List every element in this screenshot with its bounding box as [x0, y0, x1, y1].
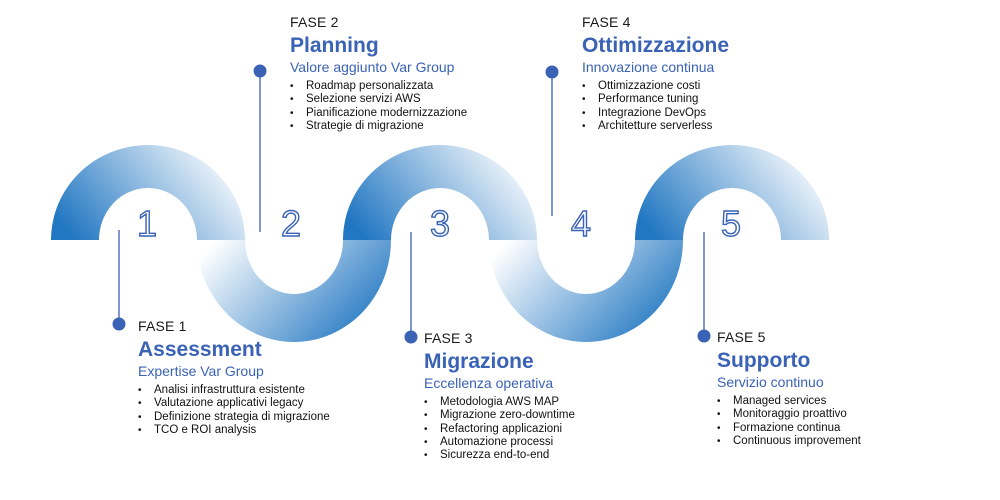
wave-arc-top	[51, 145, 245, 240]
phase-subtitle: Eccellenza operativa	[424, 375, 554, 391]
list-item: Strategie di migrazione	[290, 120, 467, 134]
connector-dot	[404, 330, 418, 344]
list-item: Metodologia AWS MAP	[424, 396, 575, 410]
phase-items: Managed services Monitoraggio proattivo …	[717, 395, 861, 448]
list-item: Sicurezza end-to-end	[424, 449, 575, 463]
list-item: Pianificazione modernizzazione	[290, 107, 467, 121]
phase-label: FASE 2	[290, 14, 339, 30]
connector-dot	[253, 64, 267, 78]
connector-dot	[697, 329, 711, 343]
step-number: 5	[721, 203, 741, 244]
connector-dot	[545, 65, 559, 79]
phase-3: FASE 3 Migrazione Eccellenza operativa M…	[424, 330, 575, 463]
phase-label: FASE 3	[424, 330, 473, 346]
phase-1: FASE 1 Assessment Expertise Var Group An…	[138, 318, 330, 437]
wave-arc-bottom	[197, 240, 391, 342]
list-item: TCO e ROI analysis	[138, 424, 330, 438]
list-item: Valutazione applicativi legacy	[138, 397, 330, 411]
phase-2: FASE 2 Planning Valore aggiunto Var Grou…	[290, 14, 467, 133]
phase-subtitle: Valore aggiunto Var Group	[290, 59, 455, 75]
phase-items: Analisi infrastruttura esistente Valutaz…	[138, 384, 330, 437]
step-number: 4	[571, 203, 591, 244]
phase-label: FASE 4	[582, 14, 631, 30]
phase-label: FASE 5	[717, 329, 766, 345]
list-item: Refactoring applicazioni	[424, 423, 575, 437]
phase-4: FASE 4 Ottimizzazione Innovazione contin…	[582, 14, 729, 133]
list-item: Formazione continua	[717, 422, 861, 436]
phase-title: Ottimizzazione	[582, 34, 730, 57]
step-number: 1	[137, 203, 157, 244]
phase-subtitle: Servizio continuo	[717, 374, 824, 390]
step-number: 3	[430, 203, 450, 244]
list-item: Managed services	[717, 395, 861, 409]
phase-5: FASE 5 Supporto Servizio continuo Manage…	[717, 329, 861, 448]
phase-items: Metodologia AWS MAP Migrazione zero-down…	[424, 396, 575, 463]
phase-title: Assessment	[138, 338, 262, 361]
phase-title: Migrazione	[424, 350, 534, 373]
wave-arc-top	[635, 145, 829, 240]
connector-dot	[112, 317, 126, 331]
phase-subtitle: Expertise Var Group	[138, 363, 264, 379]
list-item: Selezione servizi AWS	[290, 93, 467, 107]
list-item: Integrazione DevOps	[582, 107, 729, 121]
wave-arc-top	[343, 145, 537, 240]
phase-label: FASE 1	[138, 318, 187, 334]
list-item: Performance tuning	[582, 93, 729, 107]
list-item: Migrazione zero-downtime	[424, 409, 575, 423]
phase-items: Ottimizzazione costi Performance tuning …	[582, 80, 729, 133]
list-item: Ottimizzazione costi	[582, 80, 729, 94]
list-item: Automazione processi	[424, 436, 575, 450]
step-number: 2	[281, 203, 301, 244]
list-item: Monitoraggio proattivo	[717, 408, 861, 422]
phase-title: Planning	[290, 34, 379, 57]
list-item: Definizione strategia di migrazione	[138, 411, 330, 425]
list-item: Roadmap personalizzata	[290, 80, 467, 94]
list-item: Analisi infrastruttura esistente	[138, 384, 330, 398]
wave-arc-bottom	[489, 240, 683, 342]
list-item: Continuous improvement	[717, 435, 861, 449]
list-item: Architetture serverless	[582, 120, 729, 134]
phase-title: Supporto	[717, 349, 811, 372]
phase-subtitle: Innovazione continua	[582, 59, 715, 75]
phase-items: Roadmap personalizzata Selezione servizi…	[290, 80, 467, 133]
